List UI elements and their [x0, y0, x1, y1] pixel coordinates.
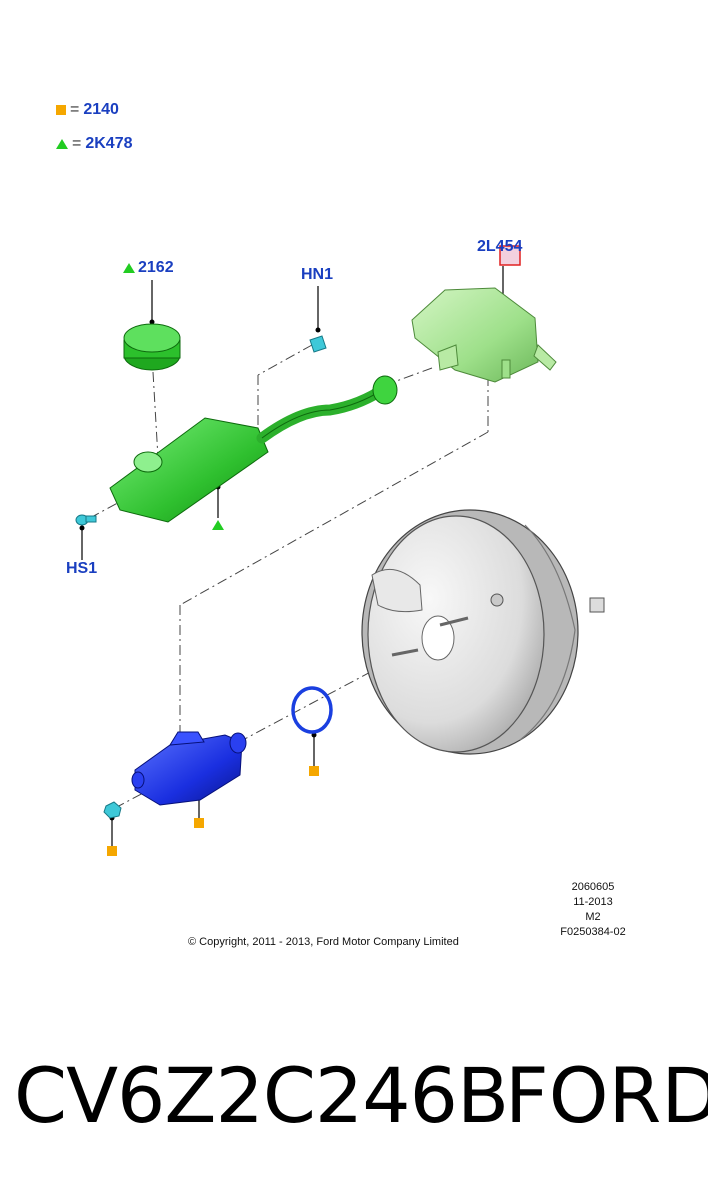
- square-marker: [309, 766, 319, 776]
- fluid-reservoir: [109, 375, 398, 523]
- callout-hose-clip: HN1: [301, 266, 334, 283]
- legend-code: 2K478: [85, 135, 133, 152]
- exploded-parts-diagram: [75, 245, 605, 856]
- triangle-icon: [56, 139, 68, 149]
- callout-screw: HS1: [66, 560, 98, 577]
- legend-code: 2140: [83, 101, 119, 118]
- copyright-notice: © Copyright, 2011 - 2013, Ford Motor Com…: [188, 936, 459, 948]
- reservoir-cap: [123, 323, 181, 371]
- square-marker: [107, 846, 117, 856]
- legend-equals: =: [72, 135, 82, 152]
- square-icon: [56, 105, 66, 115]
- part-number: CV6Z2C246B: [14, 1051, 509, 1140]
- highlight-box: [499, 245, 521, 266]
- metadata-line: 2060605: [571, 881, 615, 893]
- legend-square: = 2140: [56, 101, 119, 119]
- drawing-metadata: 2060605 11-2013 M2 F0250384-02: [548, 880, 638, 940]
- brand-name: FORD: [505, 1051, 708, 1140]
- callout-cap: 2162: [138, 259, 174, 276]
- nut-fastener: [103, 801, 122, 819]
- triangle-marker: [212, 520, 224, 530]
- master-cylinder: [131, 731, 247, 806]
- metadata-line: 11-2013: [573, 896, 613, 908]
- remote-reservoir: [411, 287, 557, 383]
- legend-equals: =: [70, 101, 80, 118]
- o-ring-seal: [291, 686, 333, 734]
- legend-triangle: = 2K478: [56, 135, 133, 153]
- screw-fastener-hs1: [75, 514, 97, 526]
- callout-reservoir: 2L454: [477, 238, 523, 255]
- triangle-marker: [123, 263, 135, 273]
- square-marker: [194, 818, 204, 828]
- metadata-line: M2: [585, 911, 601, 923]
- clip-fastener-hn1: [309, 335, 327, 353]
- metadata-line: F0250384-02: [560, 926, 626, 938]
- brake-booster: [361, 509, 605, 755]
